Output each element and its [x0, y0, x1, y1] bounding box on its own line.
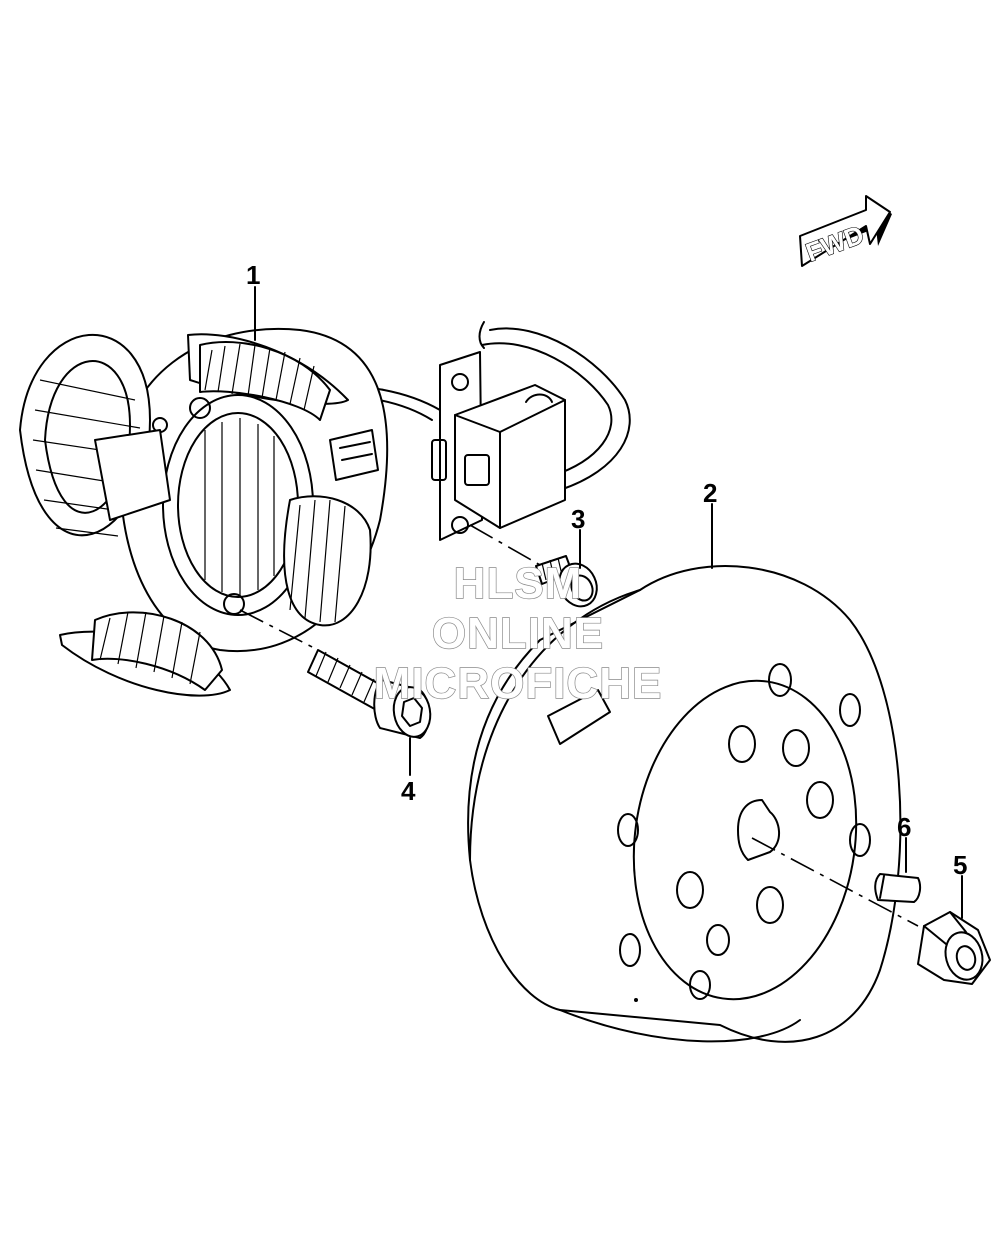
- fwd-label: FWD: [802, 219, 868, 267]
- woodruff-key: [874, 873, 922, 903]
- alignment-line-crankshaft: [751, 837, 919, 927]
- flywheel-rotor: [467, 565, 902, 1043]
- callout-3: 3: [571, 504, 585, 534]
- stator-bolt: [307, 649, 432, 739]
- callout-2: 2: [703, 478, 717, 508]
- alignment-line-screw: [469, 524, 541, 566]
- fwd-arrow-icon: FWD: [799, 195, 892, 268]
- stator-assembly: [19, 321, 631, 697]
- alignment-line-bolt: [239, 609, 319, 651]
- callout-6: 6: [897, 812, 911, 842]
- watermark: HLSM ONLINE MICROFICHE: [373, 558, 663, 708]
- rotor-nut: [917, 911, 991, 985]
- callout-1: 1: [246, 260, 260, 290]
- watermark-line-3: MICROFICHE: [374, 659, 663, 708]
- watermark-line-1: HLSM: [454, 559, 583, 608]
- callout-4: 4: [401, 776, 416, 806]
- pickup-coil-screw: [535, 555, 598, 608]
- callout-5: 5: [953, 850, 967, 880]
- watermark-line-2: ONLINE: [432, 609, 604, 658]
- rotor-holes: [617, 663, 871, 1000]
